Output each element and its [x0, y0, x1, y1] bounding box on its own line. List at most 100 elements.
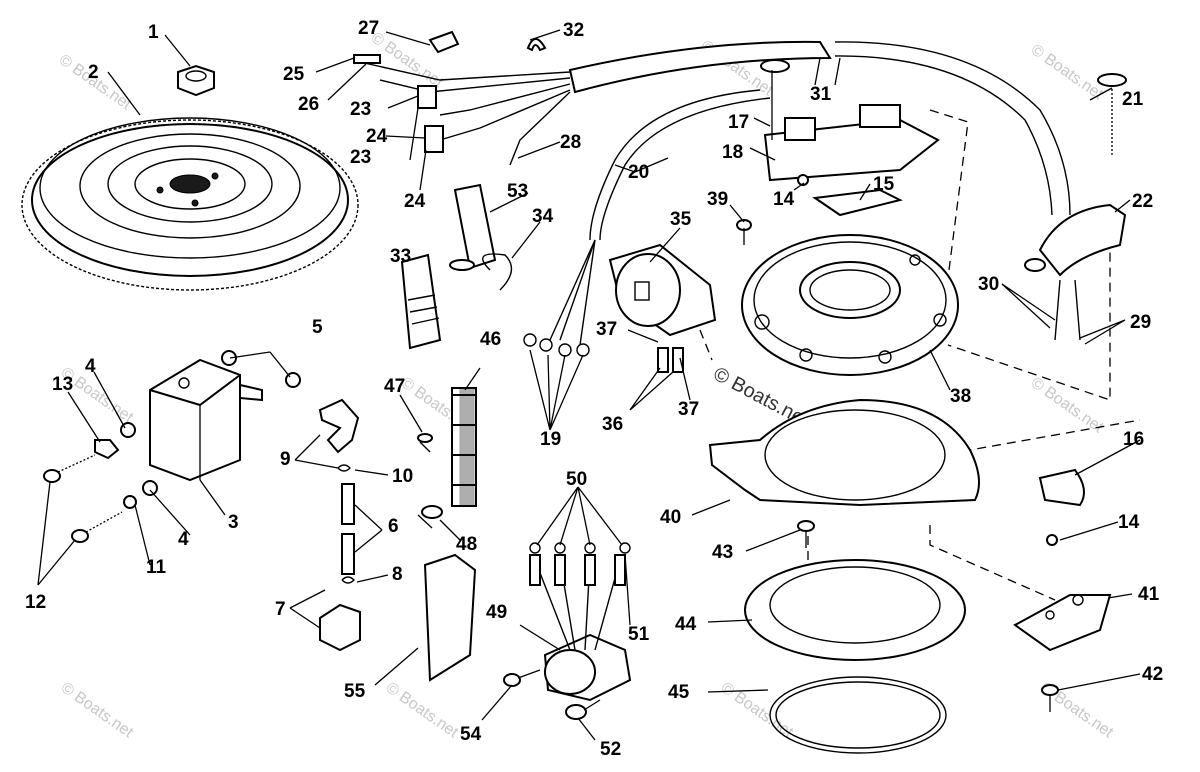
terminal-sleeve [449, 183, 497, 271]
callout-14: 14 [1118, 512, 1140, 533]
callout-44: 44 [675, 614, 697, 635]
callout-48: 48 [456, 534, 477, 555]
callout-19: 19 [540, 429, 561, 450]
callout-15: 15 [873, 174, 895, 195]
snap-ring [769, 676, 947, 754]
callout-3: 3 [228, 512, 239, 533]
callout-42: 42 [1142, 664, 1163, 685]
long-screw [1097, 73, 1127, 155]
callout-33: 33 [390, 246, 411, 267]
tube [341, 533, 355, 575]
rectifier [529, 542, 632, 702]
spark-plug-boot [318, 398, 360, 454]
callout-47: 47 [384, 376, 405, 397]
small-screw [797, 174, 809, 186]
tube [341, 483, 355, 525]
callout-28: 28 [560, 132, 581, 153]
callout-8: 8 [392, 564, 403, 585]
callout-22: 22 [1132, 191, 1153, 212]
callout-43: 43 [712, 542, 733, 563]
sensor-assembly [763, 104, 940, 182]
callout-53: 53 [507, 181, 528, 202]
spark-boot [400, 253, 442, 350]
callout-23: 23 [350, 99, 371, 120]
power-pack [149, 358, 263, 482]
ignition-coil-small [608, 243, 717, 373]
flywheel [21, 117, 359, 291]
callout-50: 50 [566, 469, 587, 490]
spark-plug-boot [319, 603, 361, 652]
ground-wire [482, 253, 513, 291]
small-screw [1046, 534, 1058, 546]
callout-49: 49 [486, 602, 507, 623]
armature-plate [741, 234, 959, 376]
callout-29: 29 [1130, 312, 1151, 333]
screw [797, 520, 815, 548]
callout-46: 46 [480, 329, 501, 350]
washer [221, 350, 237, 366]
screw [503, 669, 541, 687]
callout-27: 27 [358, 18, 379, 39]
callout-12: 12 [25, 592, 46, 613]
watermark: © Boats.net [1028, 41, 1107, 103]
callout-32: 32 [563, 20, 584, 41]
callout-14: 14 [773, 189, 795, 210]
callout-25: 25 [283, 64, 305, 85]
callout-5: 5 [312, 317, 323, 338]
callout-51: 51 [628, 624, 650, 645]
wire-clip [526, 38, 547, 52]
callout-45: 45 [668, 682, 690, 703]
callout-18: 18 [722, 142, 743, 163]
callout-21: 21 [1122, 89, 1144, 110]
callout-13: 13 [52, 374, 73, 395]
callout-10: 10 [392, 466, 413, 487]
callout-52: 52 [600, 739, 621, 760]
callout-34: 34 [532, 206, 554, 227]
terminal-block [451, 387, 477, 507]
callout-41: 41 [1138, 584, 1160, 605]
bolt [71, 511, 123, 543]
callout-37: 37 [596, 319, 617, 340]
washer [142, 480, 158, 496]
callout-labels: 1 2 3 4 4 5 6 7 8 9 10 11 12 13 14 14 15… [25, 18, 1163, 760]
callout-20: 20 [628, 162, 649, 183]
bolt [43, 454, 96, 483]
timer-base-plate [708, 398, 980, 507]
washer [123, 495, 137, 509]
retainer-bracket [812, 188, 903, 217]
callout-6: 6 [388, 516, 399, 537]
callout-38: 38 [950, 386, 971, 407]
callout-17: 17 [728, 112, 749, 133]
callout-2: 2 [88, 62, 99, 83]
watermark: © Boats.net [1028, 374, 1107, 436]
screw [760, 59, 790, 140]
trigger-weight [1013, 594, 1112, 652]
screw [565, 699, 601, 720]
callout-30: 30 [978, 274, 999, 295]
callout-26: 26 [298, 94, 319, 115]
callout-55: 55 [344, 681, 366, 702]
callout-23: 23 [350, 147, 371, 168]
flywheel-nut [177, 64, 215, 97]
callout-16: 16 [1123, 429, 1144, 450]
clamp [94, 439, 120, 460]
watermark: © Boats.net [58, 679, 137, 741]
callout-24: 24 [366, 126, 388, 147]
screw [736, 219, 752, 245]
cam-weight [1038, 468, 1085, 507]
mounting-bracket [423, 553, 477, 682]
callout-11: 11 [146, 557, 167, 578]
watermark: © Boats.net [383, 679, 462, 741]
callout-9: 9 [280, 449, 291, 470]
callout-37: 37 [678, 399, 699, 420]
callout-36: 36 [602, 414, 623, 435]
callout-39: 39 [707, 189, 728, 210]
callout-31: 31 [810, 84, 832, 105]
retainer-ring [744, 559, 966, 661]
wire-harness [353, 30, 1071, 357]
callout-4: 4 [85, 356, 96, 377]
callout-35: 35 [670, 209, 692, 230]
watermark: © Boats.net [718, 679, 797, 741]
screw [417, 505, 443, 529]
